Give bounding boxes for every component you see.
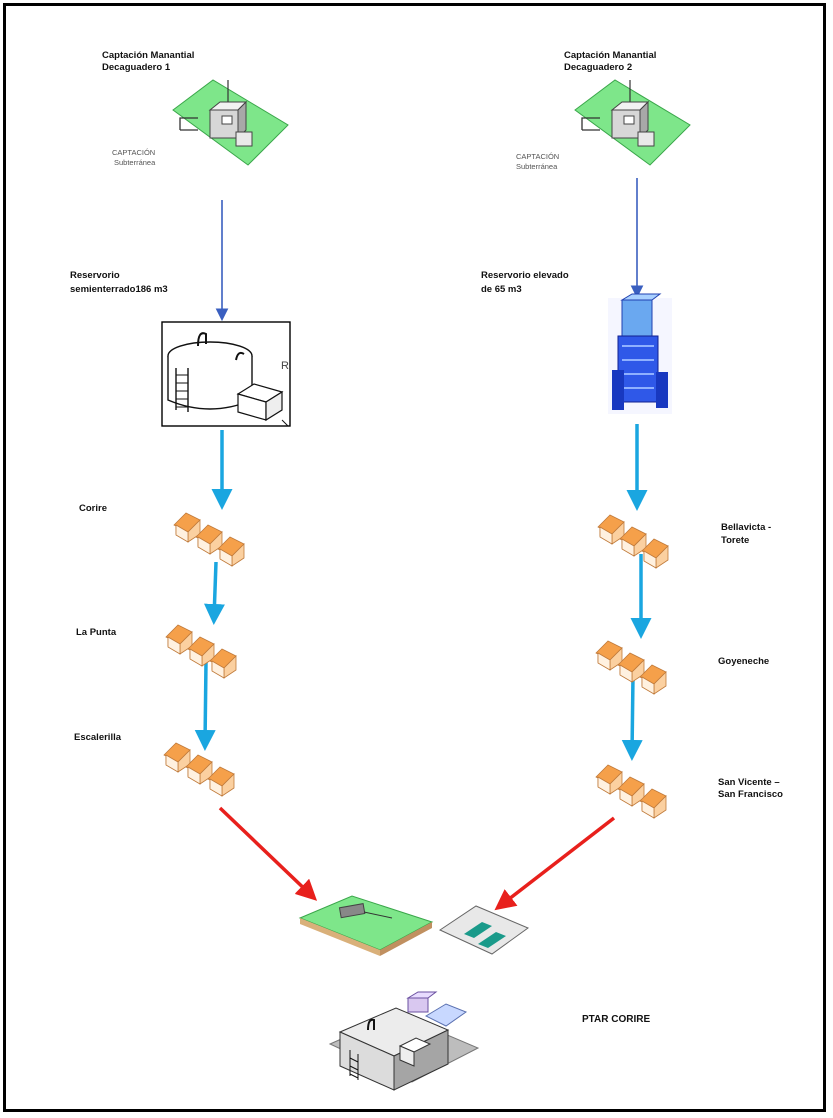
town-goyeneche: Goyeneche: [718, 656, 770, 667]
left-reservoir-label-1: Reservorio: [70, 270, 120, 281]
left-captacion-label-1: CAPTACIÓN: [112, 148, 156, 157]
right-source-label-2: Decaguadero 2: [564, 62, 633, 73]
right-reservoir-label-2: de 65 m3: [481, 284, 522, 295]
town-san-vicente-2: San Francisco: [718, 789, 783, 800]
captacion-left-icon: [172, 79, 289, 166]
town-la-punta: La Punta: [76, 627, 117, 638]
arrow-right-to-ptar: [494, 816, 616, 911]
left-captacion-label-2: Subterránea: [114, 158, 156, 167]
town-escalerilla: Escalerilla: [74, 732, 122, 743]
reservoir-mark: R: [281, 360, 289, 372]
arrow-lapunta-escalerilla: [194, 661, 216, 751]
house-cluster-icon-lapunta: [166, 625, 236, 678]
left-source-label-2: Decaguadero 1: [102, 62, 171, 73]
town-bellavista-2: Torete: [721, 535, 750, 546]
right-source-label-1: Captación Manantial: [564, 50, 657, 61]
house-cluster-icon-escalerilla: [164, 743, 234, 796]
town-san-vicente-1: San Vicente –: [718, 777, 780, 788]
ptar-label: PTAR CORIRE: [582, 1014, 651, 1025]
house-cluster-icon-sanvicente: [596, 765, 666, 818]
arrow-corire-lapunta: [204, 561, 225, 625]
right-captacion-label-1: CAPTACIÓN: [516, 152, 560, 161]
house-cluster-icon-bellavista: [598, 515, 668, 568]
right-captacion-label-2: Subterránea: [516, 162, 558, 171]
house-cluster-icon-corire: [174, 513, 244, 566]
arrow-left-to-ptar: [218, 806, 318, 901]
arrow-goyeneche-sanvicente: [621, 675, 643, 761]
town-bellavista-1: Bellavicta -: [721, 522, 772, 533]
right-reservoir-label-1: Reservorio elevado: [481, 270, 569, 281]
left-source-label-1: Captación Manantial: [102, 50, 195, 61]
treatment-plant-icon: [298, 895, 530, 1091]
captacion-right-icon: [574, 79, 691, 166]
town-corire: Corire: [79, 503, 107, 514]
left-reservoir-label-2: semienterrado186 m3: [70, 284, 168, 295]
house-cluster-icon-goyeneche: [596, 641, 666, 694]
reservoir-tank-icon: [161, 321, 291, 427]
elevated-reservoir-icon: [608, 293, 672, 414]
